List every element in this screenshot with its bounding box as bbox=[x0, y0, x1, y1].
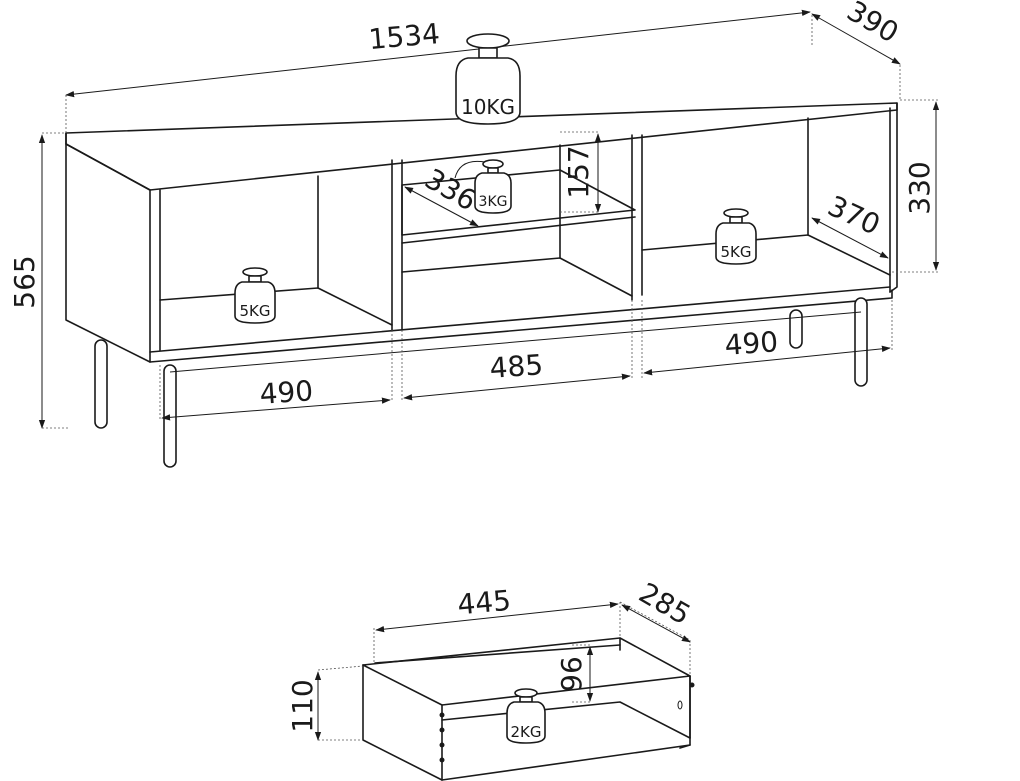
weight-drawer-label: 2KG bbox=[510, 723, 541, 741]
weight-shelf-label: 3KG bbox=[479, 194, 508, 210]
dimension-shelf-height-label: 157 bbox=[562, 145, 595, 198]
dimension-compartment-middle: 485 bbox=[403, 348, 631, 401]
dimension-compartment-right: 490 bbox=[643, 325, 891, 376]
dimension-drawer-depth-label: 285 bbox=[633, 576, 696, 631]
dimension-shelf-depth: 336 bbox=[404, 162, 482, 227]
front-right-leg bbox=[854, 297, 868, 387]
dimension-compartment-right-label: 490 bbox=[724, 325, 780, 362]
weight-right-icon: 5KG bbox=[715, 208, 757, 265]
weight-drawer-icon: 2KG bbox=[506, 688, 546, 744]
dimension-width: 1534 bbox=[65, 9, 811, 98]
dimension-drawer-inner-height-label: 96 bbox=[555, 656, 588, 692]
dimension-compartment-left: 490 bbox=[161, 374, 391, 421]
dimension-height: 565 bbox=[8, 134, 46, 429]
front-left-leg bbox=[163, 364, 177, 468]
weight-shelf-icon: 3KG bbox=[454, 159, 512, 214]
dimension-drawer-inner-height: 96 bbox=[555, 646, 594, 702]
dimension-drawer-width-label: 445 bbox=[456, 584, 512, 622]
dimension-drawer-depth: 285 bbox=[621, 576, 696, 643]
dimension-compartment-left-label: 490 bbox=[259, 374, 315, 411]
dimension-width-label: 1534 bbox=[367, 17, 441, 56]
weight-left-label: 5KG bbox=[239, 302, 270, 320]
dimension-inner-depth-label: 370 bbox=[823, 189, 885, 241]
weight-top-icon: 10KG bbox=[455, 33, 521, 125]
dimension-drawer-height: 110 bbox=[286, 671, 322, 741]
dimension-inner-depth: 370 bbox=[811, 189, 889, 259]
front-frame bbox=[149, 189, 893, 363]
right-side-panel bbox=[889, 102, 898, 293]
back-left-leg bbox=[94, 339, 108, 429]
dimension-drawer-height-label: 110 bbox=[286, 679, 319, 732]
dimension-depth: 390 bbox=[811, 0, 904, 65]
drawer-front-panel bbox=[362, 664, 443, 781]
dimension-shelf-depth-label: 336 bbox=[419, 162, 482, 217]
dimension-depth-label: 390 bbox=[841, 0, 904, 49]
dimension-height-label: 565 bbox=[8, 255, 41, 308]
dimension-drawer-width: 445 bbox=[375, 584, 619, 633]
weight-right-label: 5KG bbox=[720, 243, 751, 261]
dimension-shelf-height: 157 bbox=[562, 133, 602, 213]
drawer bbox=[362, 637, 695, 781]
dimension-body-height: 330 bbox=[903, 101, 940, 271]
dimension-compartment-middle-label: 485 bbox=[489, 348, 545, 385]
dimension-body-height-label: 330 bbox=[903, 161, 936, 214]
weight-left-icon: 5KG bbox=[234, 267, 276, 324]
left-side-panel bbox=[65, 132, 151, 363]
tv-cabinet bbox=[65, 102, 898, 468]
weight-top-label: 10KG bbox=[461, 95, 515, 119]
back-right-leg bbox=[789, 309, 803, 349]
